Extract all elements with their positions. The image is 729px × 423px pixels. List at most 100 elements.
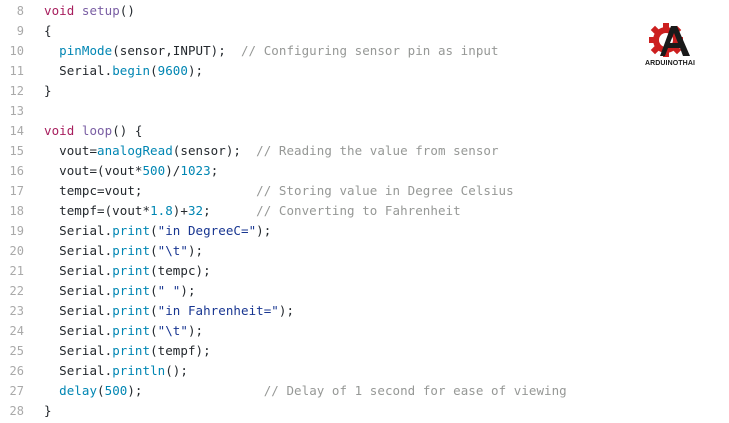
code-token: ; <box>210 163 219 178</box>
code-token: "in DegreeC=" <box>157 223 257 238</box>
code-text: Serial.print(" "); <box>44 281 196 301</box>
code-line: 27 delay(500); // Delay of 1 second for … <box>0 381 640 401</box>
code-text: { <box>44 21 52 41</box>
code-text: Serial.print("\t"); <box>44 321 203 341</box>
code-line: 20 Serial.print("\t"); <box>0 241 640 261</box>
line-number: 22 <box>9 284 24 298</box>
line-number: 19 <box>9 224 24 238</box>
code-line: 26 Serial.println(); <box>0 361 640 381</box>
code-token: Serial. <box>44 283 113 298</box>
line-number: 18 <box>9 204 24 218</box>
code-token: ( <box>150 323 158 338</box>
code-text: Serial.begin(9600); <box>44 61 203 81</box>
code-token: Serial. <box>44 303 113 318</box>
code-token: print <box>112 303 151 318</box>
code-text: void loop() { <box>44 121 143 141</box>
code-token: ( <box>150 223 158 238</box>
code-line: 15 vout=analogRead(sensor); // Reading t… <box>0 141 640 161</box>
code-text: Serial.print("\t"); <box>44 241 203 261</box>
logo-text: ARDUINOTHAI <box>644 60 696 67</box>
code-token: ); <box>256 223 272 238</box>
code-token: Serial. <box>44 63 113 78</box>
code-token: 1023 <box>180 163 211 178</box>
code-token: ); <box>187 243 204 258</box>
code-text: Serial.print("in DegreeC="); <box>44 221 271 241</box>
code-token: } <box>44 83 52 98</box>
code-token: () { <box>112 123 143 138</box>
code-token: Serial. <box>44 363 113 378</box>
code-text: Serial.println(); <box>44 361 188 381</box>
code-line: 19 Serial.print("in DegreeC="); <box>0 221 640 241</box>
code-line: 28} <box>0 401 640 421</box>
line-number: 21 <box>9 264 24 278</box>
line-number: 24 <box>9 324 24 338</box>
code-line: 18 tempf=(vout*1.8)+32; // Converting to… <box>0 201 640 221</box>
code-token: )/ <box>165 163 181 178</box>
code-token: ); <box>278 303 295 318</box>
line-number: 26 <box>9 364 24 378</box>
code-token: () <box>119 3 135 18</box>
code-text: pinMode(sensor,INPUT); // Configuring se… <box>44 41 499 61</box>
code-token: { <box>44 23 52 38</box>
line-number: 15 <box>9 144 24 158</box>
code-line: 12} <box>0 81 640 101</box>
code-token: Serial. <box>44 243 113 258</box>
code-token: 32 <box>187 203 204 218</box>
code-token: 9600 <box>157 63 188 78</box>
code-token: void <box>44 3 75 18</box>
code-token <box>44 383 59 398</box>
code-token <box>44 43 59 58</box>
code-text: Serial.print(tempc); <box>44 261 211 281</box>
line-number: 12 <box>9 84 24 98</box>
code-token: loop <box>81 123 113 138</box>
line-number: 25 <box>9 344 24 358</box>
code-token: Serial. <box>44 223 113 238</box>
code-token: vout= <box>44 143 98 158</box>
code-token: (); <box>165 363 188 378</box>
code-text: delay(500); // Delay of 1 second for eas… <box>44 381 567 401</box>
code-token: ( <box>150 243 158 258</box>
code-token: ( <box>97 383 105 398</box>
code-token: vout=(vout* <box>44 163 143 178</box>
code-text: tempc=vout; // Storing value in Degree C… <box>44 181 514 201</box>
line-number: 9 <box>16 24 24 38</box>
code-token: // Delay of 1 second for ease of viewing <box>263 383 567 398</box>
code-token: 1.8 <box>150 203 173 218</box>
code-line: 24 Serial.print("\t"); <box>0 321 640 341</box>
gear-logo-icon <box>649 23 690 57</box>
code-token: (tempc); <box>150 263 211 278</box>
code-token: (sensor); <box>172 143 257 158</box>
line-number: 17 <box>9 184 24 198</box>
code-line: 8 void setup() <box>0 1 640 21</box>
code-text: void setup() <box>44 1 135 21</box>
code-token: )+ <box>172 203 188 218</box>
line-number: 13 <box>9 104 24 118</box>
code-token: ( <box>150 303 158 318</box>
code-token: Serial. <box>44 343 113 358</box>
code-token: ( <box>150 63 158 78</box>
line-number: 16 <box>9 164 24 178</box>
code-token: begin <box>112 63 151 78</box>
code-text: Serial.print("in Fahrenheit="); <box>44 301 294 321</box>
code-line: 16 vout=(vout*500)/1023; <box>0 161 640 181</box>
code-line: 23 Serial.print("in Fahrenheit="); <box>0 301 640 321</box>
code-line: 13 <box>0 101 640 121</box>
code-token: "\t" <box>157 323 188 338</box>
code-token: (tempf); <box>150 343 211 358</box>
code-text: vout=(vout*500)/1023; <box>44 161 218 181</box>
line-number: 10 <box>9 44 24 58</box>
code-token: println <box>112 363 166 378</box>
line-number: 20 <box>9 244 24 258</box>
line-number: 8 <box>16 4 24 18</box>
code-text: Serial.print(tempf); <box>44 341 211 361</box>
code-token: setup <box>81 3 120 18</box>
code-token: // Reading the value from sensor <box>256 143 499 158</box>
code-line: 11 Serial.begin(9600); <box>0 61 640 81</box>
code-token: print <box>112 343 151 358</box>
code-token: Serial. <box>44 323 113 338</box>
code-token: pinMode <box>59 43 113 58</box>
line-number: 23 <box>9 304 24 318</box>
arduinothai-logo: ARDUINOTHAI <box>638 22 702 76</box>
